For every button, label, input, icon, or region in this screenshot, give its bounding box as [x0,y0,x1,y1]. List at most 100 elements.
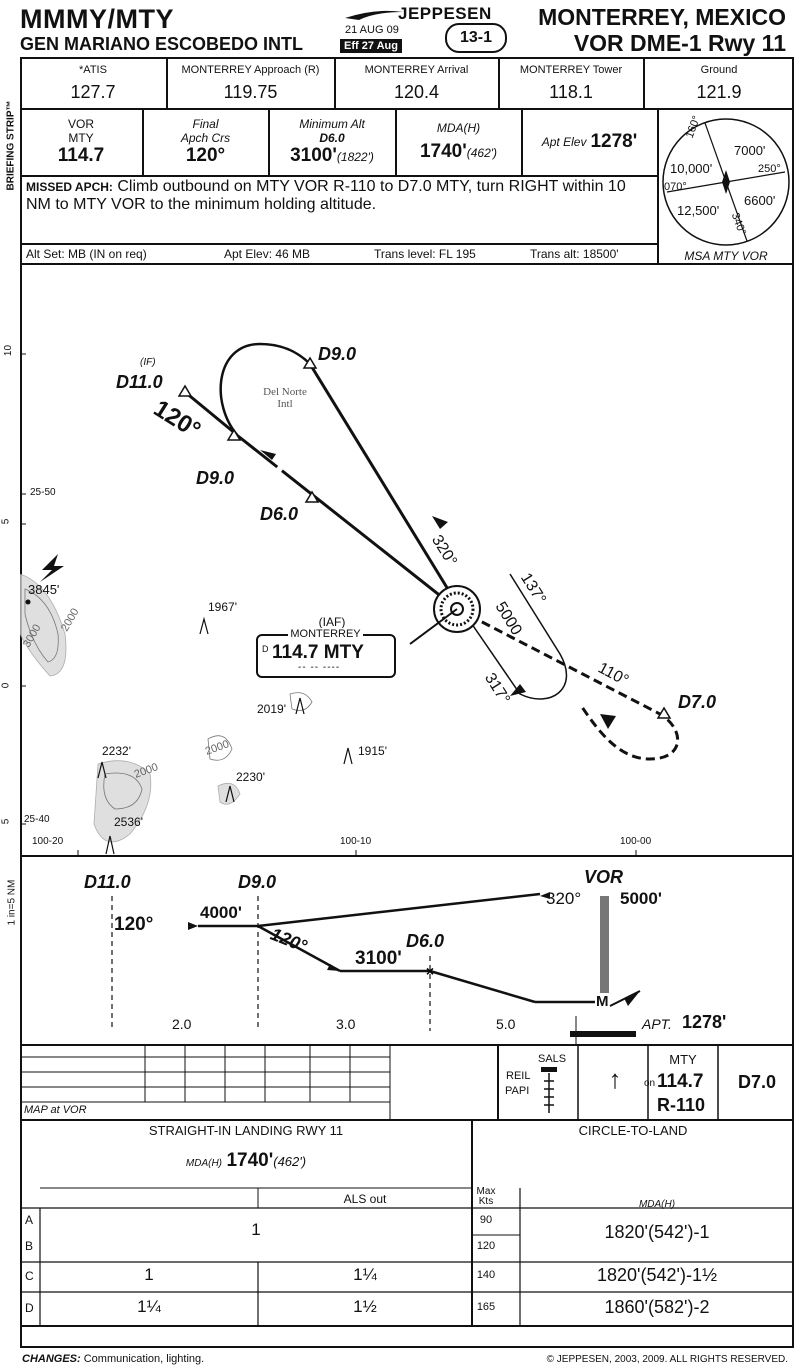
chart-date: 21 AUG 09 [345,24,399,36]
vis-c-als: 1¼ [353,1265,377,1284]
chart-number: 13-1 [445,23,507,53]
dist-2-0: 2.0 [172,1016,192,1032]
grid-lat-2540: 25-40 [24,814,50,825]
scale-label: 1 in=5 NM [6,879,18,926]
straight-mda-hat: (462') [273,1154,307,1169]
msa-alt-ne: 7000' [734,143,766,158]
iaf-label: (IAF) [318,615,346,629]
sals-label: SALS [538,1053,567,1065]
briefing-strip-label: BRIEFING STRIP™ [5,100,17,191]
navaid-dme-flag: D [262,644,269,654]
navaid-freq: 114.7 MTY [272,642,364,663]
profile-course-120-a: 120° [114,914,154,935]
als-out-header: ALS out [343,1192,387,1206]
msa-alt-nw: 10,000' [670,161,713,176]
speed-a: 90 [479,1214,493,1226]
profile-alt-4000: 4000' [200,903,242,922]
straight-mda-label: MDA(H) [185,1158,222,1169]
missed-on: on [644,1078,656,1089]
terrain-2019: 2019' [257,702,286,716]
circle-c: 1820'(542')-1½ [597,1265,717,1285]
conversion-grid [20,1045,719,1121]
vor-label: VOR [67,117,94,131]
fac-value: 120° [185,145,226,166]
profile-course-320: 320° [546,889,582,908]
comm-label: *ATIS [79,63,107,76]
dist-3-0: 3.0 [336,1016,356,1032]
navaid-box: MONTERREY D 114.7 MTY -- -- ---- [256,628,396,678]
circle-title: CIRCLE-TO-LAND [578,1123,688,1138]
grid-lon-10020: 100-20 [32,836,64,847]
straight-mda-value: 1740' [226,1150,274,1171]
minimum-altitude: Minimum Alt D6.0 3100'(1822') [269,110,395,174]
profile-fix-d9: D9.0 [238,872,277,892]
vor-info: VOR MTY 114.7 [20,110,142,174]
mda: MDA(H) 1740'(462') [396,110,521,174]
comm-atis: *ATIS 127.7 [20,58,166,108]
comm-arrival: MONTERREY Arrival 120.4 [335,58,498,108]
cat-b: B [25,1239,34,1253]
changes-label: CHANGES: [22,1353,81,1365]
missed-freq: 114.7 [657,1071,704,1092]
fix-d9-upper: D9.0 [318,344,357,364]
comm-label: MONTERREY Approach (R) [181,63,320,76]
missed-text: Climb outbound on MTY VOR R-110 to D7.0 … [26,178,626,213]
changes-text: Communication, lighting. [83,1353,205,1365]
cat-d: D [25,1301,34,1315]
missed-radial: R-110 [657,1095,706,1115]
fac-label-2: Apch Crs [180,131,231,145]
comm-freq: 118.1 [549,81,593,102]
missed-ident: MTY [669,1052,697,1067]
papi-label: PAPI [505,1085,530,1097]
plan-view-drawing [20,342,679,857]
min-alt-value: 3100' [290,145,337,166]
msa-alt-se: 6600' [744,193,776,208]
msa-radial-070: 070° [664,181,687,193]
mda-hat: (462') [466,146,498,160]
terrain-1915: 1915' [358,744,387,758]
reil-label: REIL [506,1070,531,1082]
min-alt-fix: D6.0 [319,131,345,145]
fix-d9-lower: D9.0 [196,468,235,488]
comm-approach: MONTERREY Approach (R) 119.75 [167,58,334,108]
profile-apt-label: APT. [642,1016,672,1032]
map-at-vor: MAP at VOR [24,1104,87,1116]
min-alt-label: Minimum Alt [299,117,365,131]
mda-value: 1740' [419,141,467,162]
apt-elev-mb: Apt Elev: 46 MB [224,247,311,261]
cat-a: A [25,1213,34,1227]
jeppesen-logo-icon [345,10,403,20]
apt-elev-label: Apt Elev [541,135,587,149]
brand-name: JEPPESEN [398,4,492,23]
straight-in-title: STRAIGHT-IN LANDING RWY 11 [148,1123,344,1138]
terrain-2536: 2536' [114,815,143,829]
final-course: Final Apch Crs 120° [143,110,268,174]
vis-c: 1 [144,1265,154,1284]
alt-set: Alt Set: MB (IN on req) [26,247,147,261]
grid-lon-10010: 100-10 [340,836,372,847]
profile-alt-3100: 3100' [355,948,402,969]
speed-c: 140 [476,1269,496,1281]
msa-radial-250: 250° [758,163,781,175]
vor-ident: MTY [68,131,94,145]
comm-label: MONTERREY Tower [519,63,623,76]
if-label: (IF) [140,357,156,368]
airport-ident: MMMY/MTY [20,4,174,34]
missed-dme: D7.0 [737,1072,777,1092]
vor-freq: 114.7 [57,145,105,166]
fix-d7: D7.0 [678,692,717,712]
comm-freq: 127.7 [70,81,116,102]
city-name: MONTERREY, MEXICO [538,4,786,30]
speed-b: 120 [476,1240,496,1252]
cat-c: C [25,1269,34,1283]
mda-label: MDA(H) [436,121,481,135]
comm-label: Ground [700,63,738,76]
svg-text:×: × [426,963,434,979]
grid-lon-10000: 100-00 [620,836,652,847]
grid-lat-10: 10 [3,344,15,357]
msa-caption: MSA MTY VOR [684,249,768,263]
apt-elevation: Apt Elev 1278' [522,110,657,174]
comm-label: MONTERREY Arrival [364,63,469,76]
apt-elev-value: 1278' [590,131,638,152]
profile-fix-d11: D11.0 [84,872,131,892]
